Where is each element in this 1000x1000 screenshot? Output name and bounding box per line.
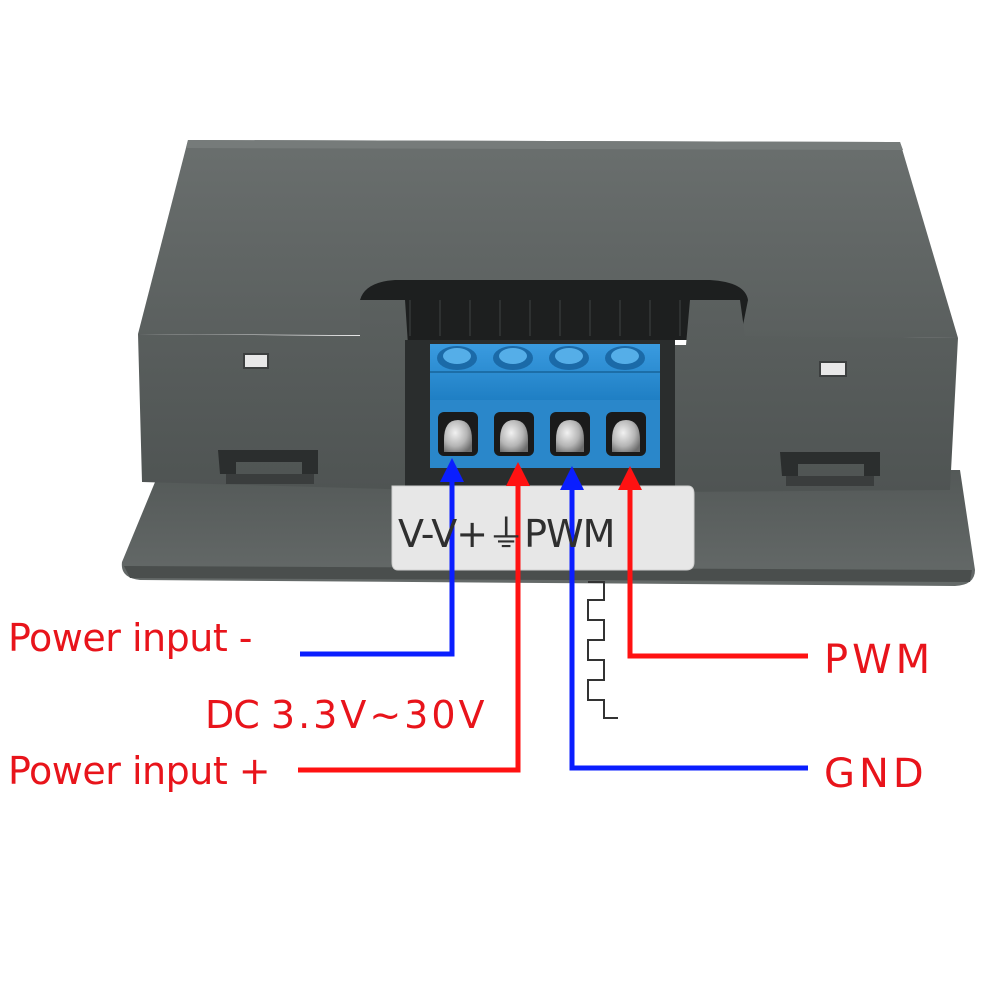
enclosure-top-edge	[186, 140, 903, 150]
enclosure-front-right	[672, 300, 958, 492]
clip-recess-right	[780, 452, 880, 476]
arrow-head-pwm	[618, 466, 642, 490]
arrow-head-gnd	[560, 466, 584, 490]
callout-gnd: GND	[824, 751, 928, 797]
label-sticker	[391, 485, 695, 571]
wires	[298, 468, 808, 773]
ground-symbol-icon: ⏚	[487, 512, 525, 556]
callout-voltage-range: 3.3V~30V	[270, 693, 488, 737]
sticker-label-vneg: V-	[398, 512, 432, 556]
arrow-head-vpos	[506, 462, 530, 486]
callout-dc-range: DC 3.3V~30V	[205, 696, 488, 734]
enclosure-front-left	[138, 300, 420, 490]
arrow-head-vneg	[440, 458, 464, 482]
callout-dc-prefix: DC	[205, 693, 260, 737]
callout-power-input-negative: Power input -	[8, 616, 253, 660]
sticker-label-vpos: V+	[431, 512, 488, 556]
clip-slot-left-top	[243, 353, 269, 369]
callout-pwm: PWM	[824, 637, 935, 683]
clip-recess-left	[218, 450, 318, 474]
callout-power-input-positive: Power input +	[8, 749, 271, 793]
wire-gnd	[569, 476, 808, 771]
terminal-block	[430, 344, 660, 468]
wire-power-positive	[298, 472, 521, 773]
sticker-label-pwm: PWM	[524, 512, 615, 556]
wire-power-negative	[300, 468, 455, 657]
wire-pwm	[627, 476, 808, 659]
sticker-label-row: V-V+⏚PWM	[398, 503, 615, 558]
flange-lower-edge	[124, 566, 972, 582]
clip-slot-right-top	[819, 361, 847, 377]
square-wave-icon	[587, 581, 618, 719]
enclosure-top	[138, 140, 958, 338]
